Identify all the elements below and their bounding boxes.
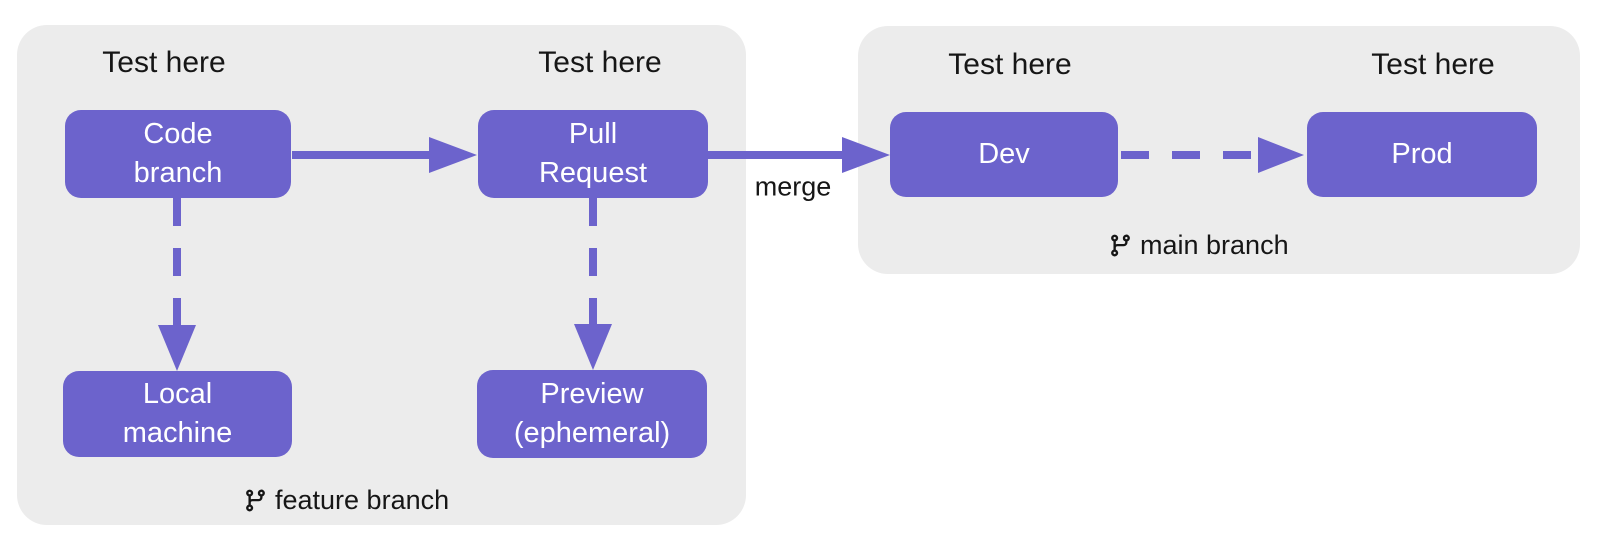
- node-label-line: Pull: [568, 118, 618, 150]
- node-local-machine: Local machine: [63, 371, 292, 457]
- node-prod: Prod: [1307, 112, 1537, 197]
- node-label-line: Local: [142, 378, 213, 410]
- node-label-line: machine: [122, 417, 233, 449]
- node-label-line: Code: [143, 118, 213, 150]
- edge-dev-to-prod: [1121, 151, 1258, 159]
- merge-edge-label: merge: [754, 171, 832, 202]
- branch-label-text: main branch: [1140, 230, 1289, 260]
- arrowhead-down-icon: [158, 325, 196, 371]
- node-label-line: Prod: [1391, 138, 1453, 170]
- arrowhead-down-icon: [574, 324, 612, 370]
- test-here-label-prod: Test here: [1371, 48, 1495, 81]
- node-label-line: Preview: [540, 378, 644, 410]
- test-here-label-pull-request: Test here: [538, 46, 662, 79]
- node-pull-request: Pull Request: [478, 110, 708, 198]
- feature-branch-label: feature branch: [243, 485, 449, 516]
- branch-label-text: feature branch: [275, 485, 450, 515]
- test-here-label-dev: Test here: [948, 48, 1072, 81]
- edge-code-branch-to-pull-request: [292, 151, 429, 159]
- git-branch-icon: [1111, 234, 1130, 257]
- main-branch-label: main branch: [1108, 230, 1289, 261]
- node-label-line: Dev: [978, 138, 1030, 170]
- git-branch-icon: [246, 489, 265, 512]
- node-code-branch: Code branch: [65, 110, 291, 198]
- node-label-line: branch: [133, 157, 223, 189]
- test-here-label-code-branch: Test here: [102, 46, 226, 79]
- node-dev: Dev: [890, 112, 1118, 197]
- arrowhead-right-icon: [429, 137, 477, 173]
- arrowhead-right-icon: [1258, 137, 1304, 173]
- node-preview-ephemeral: Preview (ephemeral): [477, 370, 707, 458]
- node-label-line: Request: [538, 157, 647, 189]
- arrowhead-right-icon: [842, 137, 890, 173]
- edge-pull-request-to-dev: [708, 151, 844, 159]
- node-label-line: (ephemeral): [513, 417, 671, 449]
- edge-code-branch-to-local-machine: [173, 198, 181, 325]
- edge-pull-request-to-preview: [589, 198, 597, 324]
